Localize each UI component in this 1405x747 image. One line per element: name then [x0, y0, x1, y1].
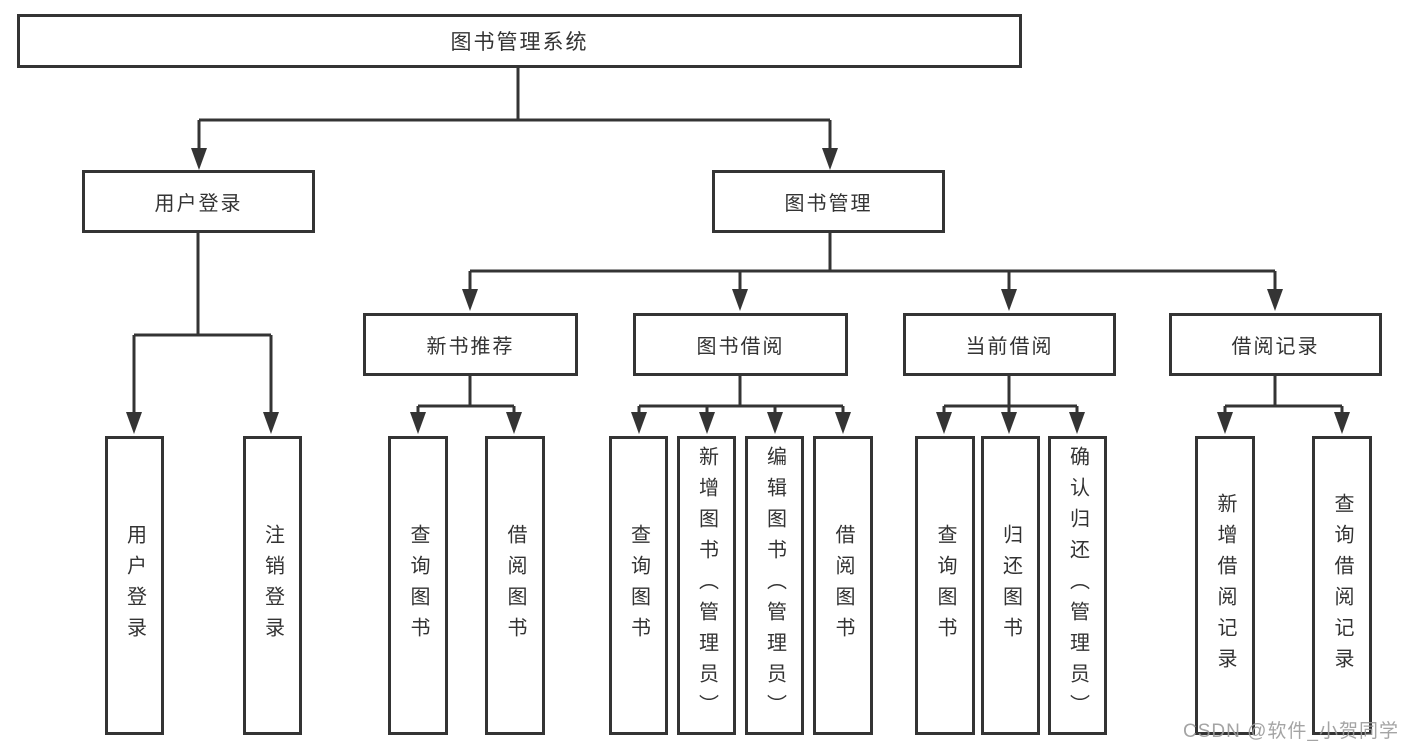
leaf-label: 查询图书 [934, 523, 956, 648]
arrow-down-icon [1334, 412, 1350, 434]
arrow-down-icon [263, 412, 279, 434]
node-label: 当前借阅 [965, 336, 1054, 358]
leaf-label: 查询图书 [407, 523, 429, 648]
leaf-label: 归还图书 [999, 523, 1022, 648]
leaf-user-login: 用户登录 [105, 436, 164, 735]
leaf-label: 新增借阅记录 [1214, 492, 1236, 679]
leaf-label: 借阅图书 [832, 523, 854, 648]
node-user-login: 用户登录 [82, 170, 315, 233]
leaf-label: 确认归还（管理员） [1066, 446, 1089, 725]
arrow-down-icon [1069, 412, 1085, 434]
arrow-down-icon [835, 412, 851, 434]
node-label: 借阅记录 [1231, 336, 1320, 358]
arrow-down-icon [1267, 289, 1283, 311]
node-label: 图书借阅 [696, 336, 785, 358]
arrow-down-icon [126, 412, 142, 434]
arrow-down-icon [191, 148, 207, 170]
arrow-down-icon [1217, 412, 1233, 434]
node-current-borrow: 当前借阅 [903, 313, 1116, 376]
arrow-down-icon [732, 289, 748, 311]
leaf-confirm-return-admin: 确认归还（管理员） [1048, 436, 1107, 735]
leaf-borrow-books: 借阅图书 [813, 436, 873, 735]
leaf-add-books-admin: 新增图书（管理员） [677, 436, 736, 735]
arrow-down-icons [126, 148, 1350, 434]
node-new-book-recommend: 新书推荐 [363, 313, 578, 376]
connector-lines [132, 68, 1344, 416]
arrow-down-icon [767, 412, 783, 434]
leaf-query-books-recommend: 查询图书 [388, 436, 448, 735]
leaf-query-books-borrow: 查询图书 [609, 436, 668, 735]
arrow-down-icon [1001, 289, 1017, 311]
leaf-query-borrow-record: 查询借阅记录 [1312, 436, 1372, 735]
arrow-down-icon [506, 412, 522, 434]
leaf-label: 用户登录 [123, 523, 146, 648]
leaf-label: 注销登录 [261, 523, 284, 648]
leaf-label: 查询图书 [627, 523, 650, 648]
leaf-query-books-current: 查询图书 [915, 436, 975, 735]
leaf-label: 查询借阅记录 [1331, 492, 1353, 679]
leaf-label: 编辑图书（管理员） [763, 446, 786, 725]
arrow-down-icon [822, 148, 838, 170]
arrow-down-icon [699, 412, 715, 434]
leaf-label: 借阅图书 [504, 523, 526, 648]
arrow-down-icon [410, 412, 426, 434]
arrow-down-icon [631, 412, 647, 434]
node-label: 图书管理 [784, 193, 873, 215]
leaf-label: 新增图书（管理员） [695, 446, 718, 725]
node-book-management: 图书管理 [712, 170, 945, 233]
node-library-management-system: 图书管理系统 [17, 14, 1022, 68]
node-label: 用户登录 [154, 193, 243, 215]
leaf-borrow-books-recommend: 借阅图书 [485, 436, 545, 735]
node-borrow-records: 借阅记录 [1169, 313, 1382, 376]
csdn-watermark: CSDN @软件_小贺同学 [1183, 721, 1399, 742]
leaf-logout: 注销登录 [243, 436, 302, 735]
node-label: 新书推荐 [426, 336, 515, 358]
leaf-edit-books-admin: 编辑图书（管理员） [745, 436, 804, 735]
leaf-return-books: 归还图书 [981, 436, 1040, 735]
arrow-down-icon [1001, 412, 1017, 434]
arrow-down-icon [462, 289, 478, 311]
leaf-add-borrow-record: 新增借阅记录 [1195, 436, 1255, 735]
node-label: 图书管理系统 [450, 31, 589, 54]
node-book-borrow: 图书借阅 [633, 313, 848, 376]
arrow-down-icon [936, 412, 952, 434]
